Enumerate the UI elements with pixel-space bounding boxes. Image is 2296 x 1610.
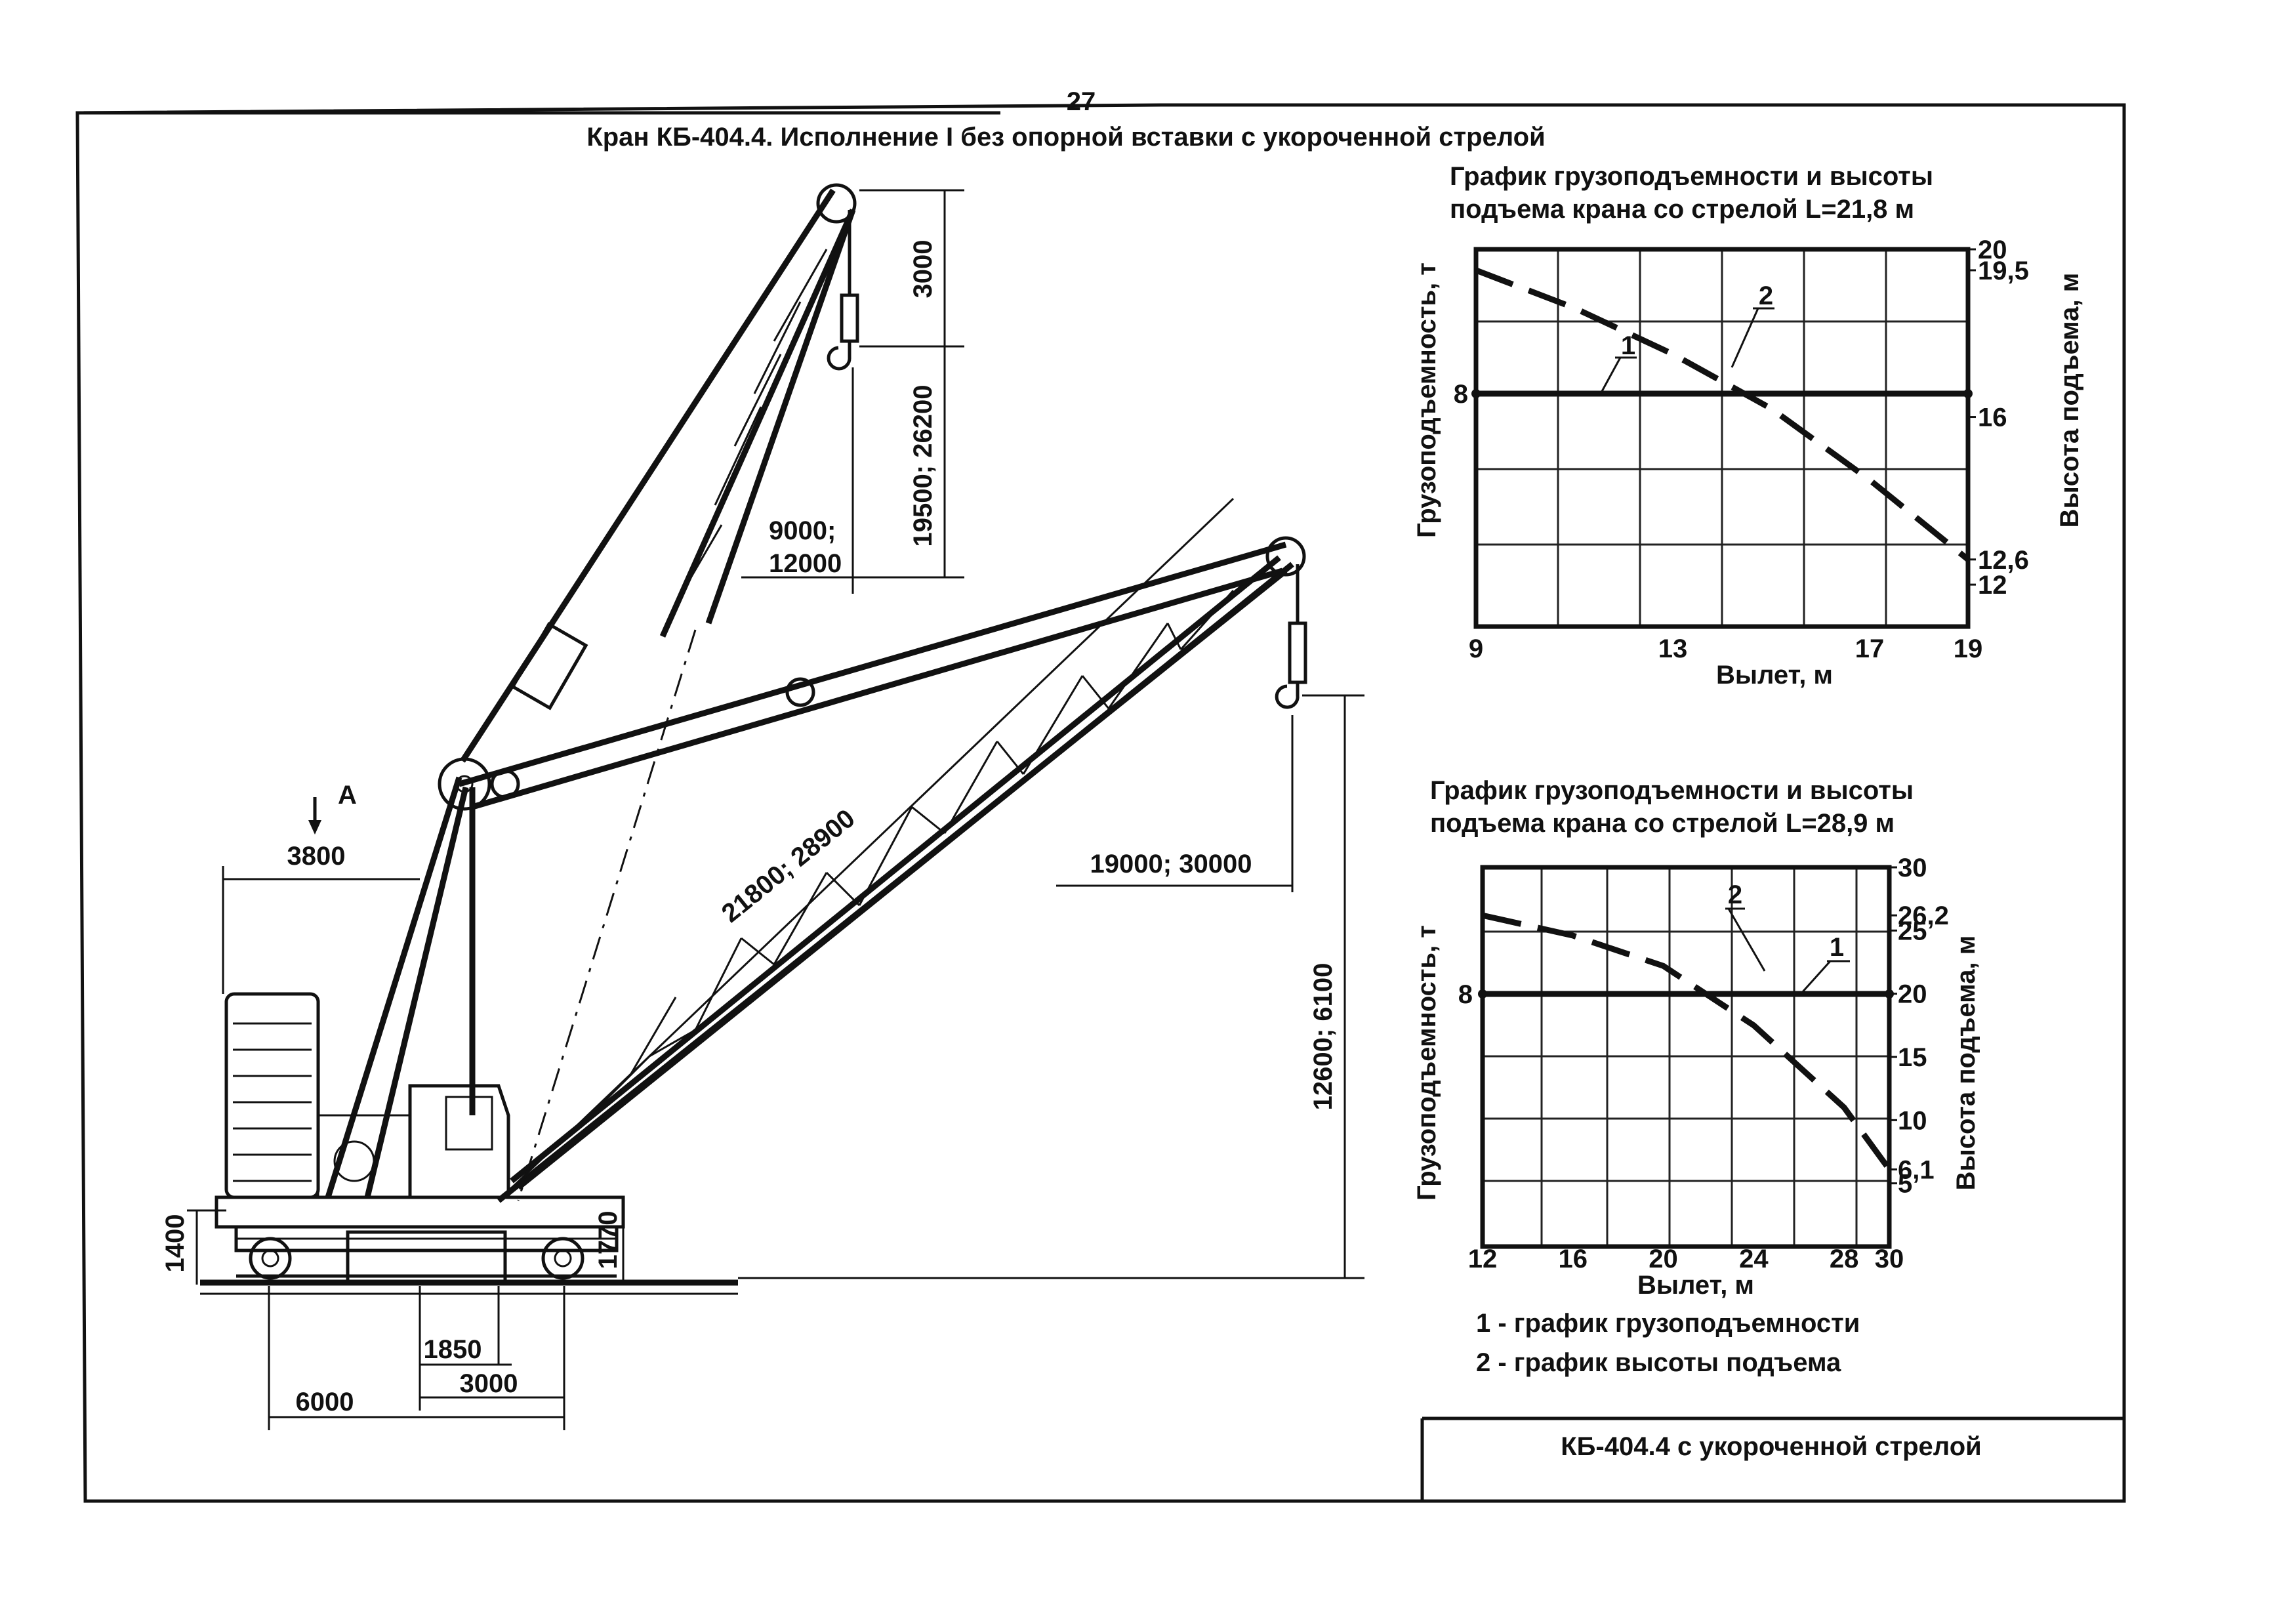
operator-cab [408,1084,510,1199]
y-left-tick-label: 8 [1454,380,1468,409]
y-right-tick-label: 10 [1898,1106,1927,1135]
series-2-leader [1727,908,1766,972]
chart1-y-left-label: Грузоподъемность, т [1412,262,1441,538]
legend-item-1: 1 - график грузоподъемности [1476,1309,1860,1338]
dim-1850: 1850 [424,1335,482,1364]
chart1-title-line1: График грузоподъемности и высоты [1450,162,1933,191]
raised-boom-tip-sheave [816,183,857,224]
chart2-grid [1480,865,1892,1249]
dim-9000: 9000; [769,516,836,545]
tower-leg-back [325,776,462,1199]
y-right-tick-label: 30 [1898,854,1927,882]
page-number: 27 [1067,87,1096,116]
y-right-tick-label: 20 [1898,980,1927,1009]
dim-1770: 1770 [594,1211,623,1269]
boom-centerline [517,629,697,1201]
stamp-box [1420,1416,2124,1501]
series-height-line [1475,267,1970,562]
series-capacity-point [1963,389,1973,398]
series-capacity-point [1885,989,1894,999]
chart2-series: 21 [1478,880,1894,1172]
series-1-label: 1 [1621,331,1635,360]
crane-drawing [200,183,1307,1295]
dim-21800-28900: 21800; 28900 [716,804,861,928]
chart-boom-21-8: График грузоподъемности и высоты подъема… [1412,162,2084,690]
series-2-label: 2 [1728,880,1742,909]
chart1-series: 12 [1471,267,1973,562]
chassis-center [346,1230,507,1285]
chart1-grid [1473,247,1971,629]
chart2-title-line2: подъема крана со стрелой L=28,9 м [1430,809,1895,838]
dim-12000: 12000 [769,549,842,578]
x-tick-label: 16 [1559,1245,1588,1273]
y-right-tick-label: 20 [1978,236,2007,264]
x-tick-label: 30 [1875,1245,1904,1273]
chart1-title-line2: подъема крана со стрелой L=21,8 м [1450,195,1914,224]
x-tick-label: 19 [1954,634,1983,663]
chart2-title-line1: График грузоподъемности и высоты [1430,776,1914,805]
turntable-deck [215,1195,625,1229]
legend-item-2: 2 - график высоты подъема [1476,1348,1841,1377]
x-tick-label: 13 [1658,634,1688,663]
chart2-x-label: Вылет, м [1637,1271,1754,1300]
chart1-x-label: Вылет, м [1716,661,1833,690]
dim-19500-26200: 19500; 26200 [909,385,937,547]
y-right-tick-label: 15 [1898,1043,1927,1072]
main-boom-tip-sheave [1265,536,1306,577]
raised-boom [460,183,859,763]
series-1-label: 1 [1830,933,1844,962]
view-a-label: А [338,781,357,810]
y-right-tick-label: 5 [1898,1170,1912,1199]
y-right-tick-label: 19,5 [1978,257,2029,285]
dim-1400: 1400 [161,1214,190,1273]
boom-pulley [785,677,815,707]
series-2-leader [1731,308,1759,368]
plot-frame [1473,247,1971,629]
bogie-right [541,1237,584,1280]
series-capacity-point [1471,389,1481,398]
x-tick-label: 12 [1468,1245,1498,1273]
page-title: Кран КБ-404.4. Исполнение I без опорной … [586,123,1545,152]
chart-boom-28-9: График грузоподъемности и высоты подъема… [1412,776,1980,1300]
y-right-tick-label: 16 [1978,403,2007,432]
main-boom [458,536,1307,1203]
bogie-left [249,1237,292,1280]
x-tick-label: 9 [1469,634,1483,663]
x-tick-label: 28 [1830,1245,1859,1273]
y-right-tick-label: 26,2 [1898,901,1949,930]
y-right-tick-label: 25 [1898,917,1927,945]
x-tick-label: 24 [1739,1245,1769,1273]
dim-12600-6100: 12600; 6100 [1309,963,1338,1111]
x-tick-label: 17 [1855,634,1885,663]
series-2-label: 2 [1759,281,1773,310]
dim-6000: 6000 [296,1388,354,1416]
sheet-frame [75,103,2126,1503]
series-height-line [1482,912,1892,1172]
dim-3000-bottom: 3000 [460,1369,518,1398]
chart2-y-left-label: Грузоподъемность, т [1412,925,1441,1201]
dim-3000-top: 3000 [909,240,937,299]
y-left-tick-label: 8 [1458,980,1473,1009]
y-right-tick-label: 12 [1978,571,2007,600]
stamp-text: КБ-404.4 с укороченной стрелой [1561,1432,1981,1461]
counterweight [224,992,320,1199]
series-capacity-point [1478,989,1487,999]
dim-19000-30000: 19000; 30000 [1090,850,1252,878]
dim-3800: 3800 [287,842,346,871]
series-1-leader [1599,357,1622,394]
series-1-leader [1799,960,1832,995]
y-right-tick-label: 6,1 [1898,1155,1935,1184]
chart1-y-right-label: Высота подъема, м [2055,273,2084,528]
y-right-tick-label: 12,6 [1978,546,2029,575]
chart2-y-right-label: Высота подъема, м [1952,936,1980,1191]
x-tick-label: 20 [1649,1245,1678,1273]
